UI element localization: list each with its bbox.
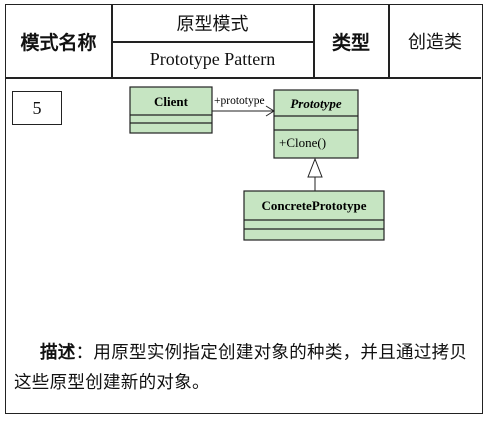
association-label: +prototype xyxy=(214,95,265,107)
concrete-prototype-class: ConcretePrototype xyxy=(243,190,385,241)
type-value-cell: 创造类 xyxy=(389,5,481,77)
pattern-card: 模式名称 原型模式 Prototype Pattern 类型 创造类 5 Cli… xyxy=(5,4,483,414)
prototype-class: Prototype +Clone() xyxy=(273,89,359,159)
prototype-class-box xyxy=(273,89,359,159)
client-class-box xyxy=(129,86,213,134)
pattern-number-box: 5 xyxy=(12,91,62,125)
pattern-name-cn: 原型模式 xyxy=(176,14,249,35)
uml-diagram: Client Prototype +Clone() +prototype Con… xyxy=(129,86,385,241)
name-cn-cell: 原型模式 xyxy=(112,5,313,41)
name-label-cell: 模式名称 xyxy=(6,5,111,77)
type-value: 创造类 xyxy=(408,32,462,53)
generalization-arrow xyxy=(307,157,323,191)
prototype-class-name: Prototype xyxy=(290,96,341,111)
concrete-prototype-class-name: ConcretePrototype xyxy=(262,198,367,213)
type-label-cell: 类型 xyxy=(314,5,388,77)
name-label: 模式名称 xyxy=(20,31,97,54)
description-separator: ： xyxy=(75,343,94,363)
description: 描述：用原型实例指定创建对象的种类，并且通过拷贝这些原型创建新的对象。 xyxy=(14,338,476,398)
description-text: 用原型实例指定创建对象的种类，并且通过拷贝这些原型创建新的对象。 xyxy=(14,343,468,393)
header-bottom-rule xyxy=(6,77,481,79)
header-divider xyxy=(313,5,315,77)
header-divider xyxy=(111,5,113,77)
pattern-number: 5 xyxy=(32,97,42,118)
concrete-prototype-class-box xyxy=(243,190,385,241)
clone-operation: +Clone() xyxy=(279,135,326,150)
association-arrow: +prototype xyxy=(212,95,275,117)
generalization-arrowhead xyxy=(307,157,323,178)
client-class: Client xyxy=(129,86,213,134)
name-en-cell: Prototype Pattern xyxy=(112,42,313,77)
description-label: 描述 xyxy=(40,343,76,363)
header-divider xyxy=(112,41,313,43)
header-divider xyxy=(388,5,390,77)
pattern-name-en: Prototype Pattern xyxy=(149,49,276,69)
client-class-name: Client xyxy=(154,94,189,109)
association-arrowhead xyxy=(265,105,275,117)
type-label: 类型 xyxy=(331,31,370,54)
